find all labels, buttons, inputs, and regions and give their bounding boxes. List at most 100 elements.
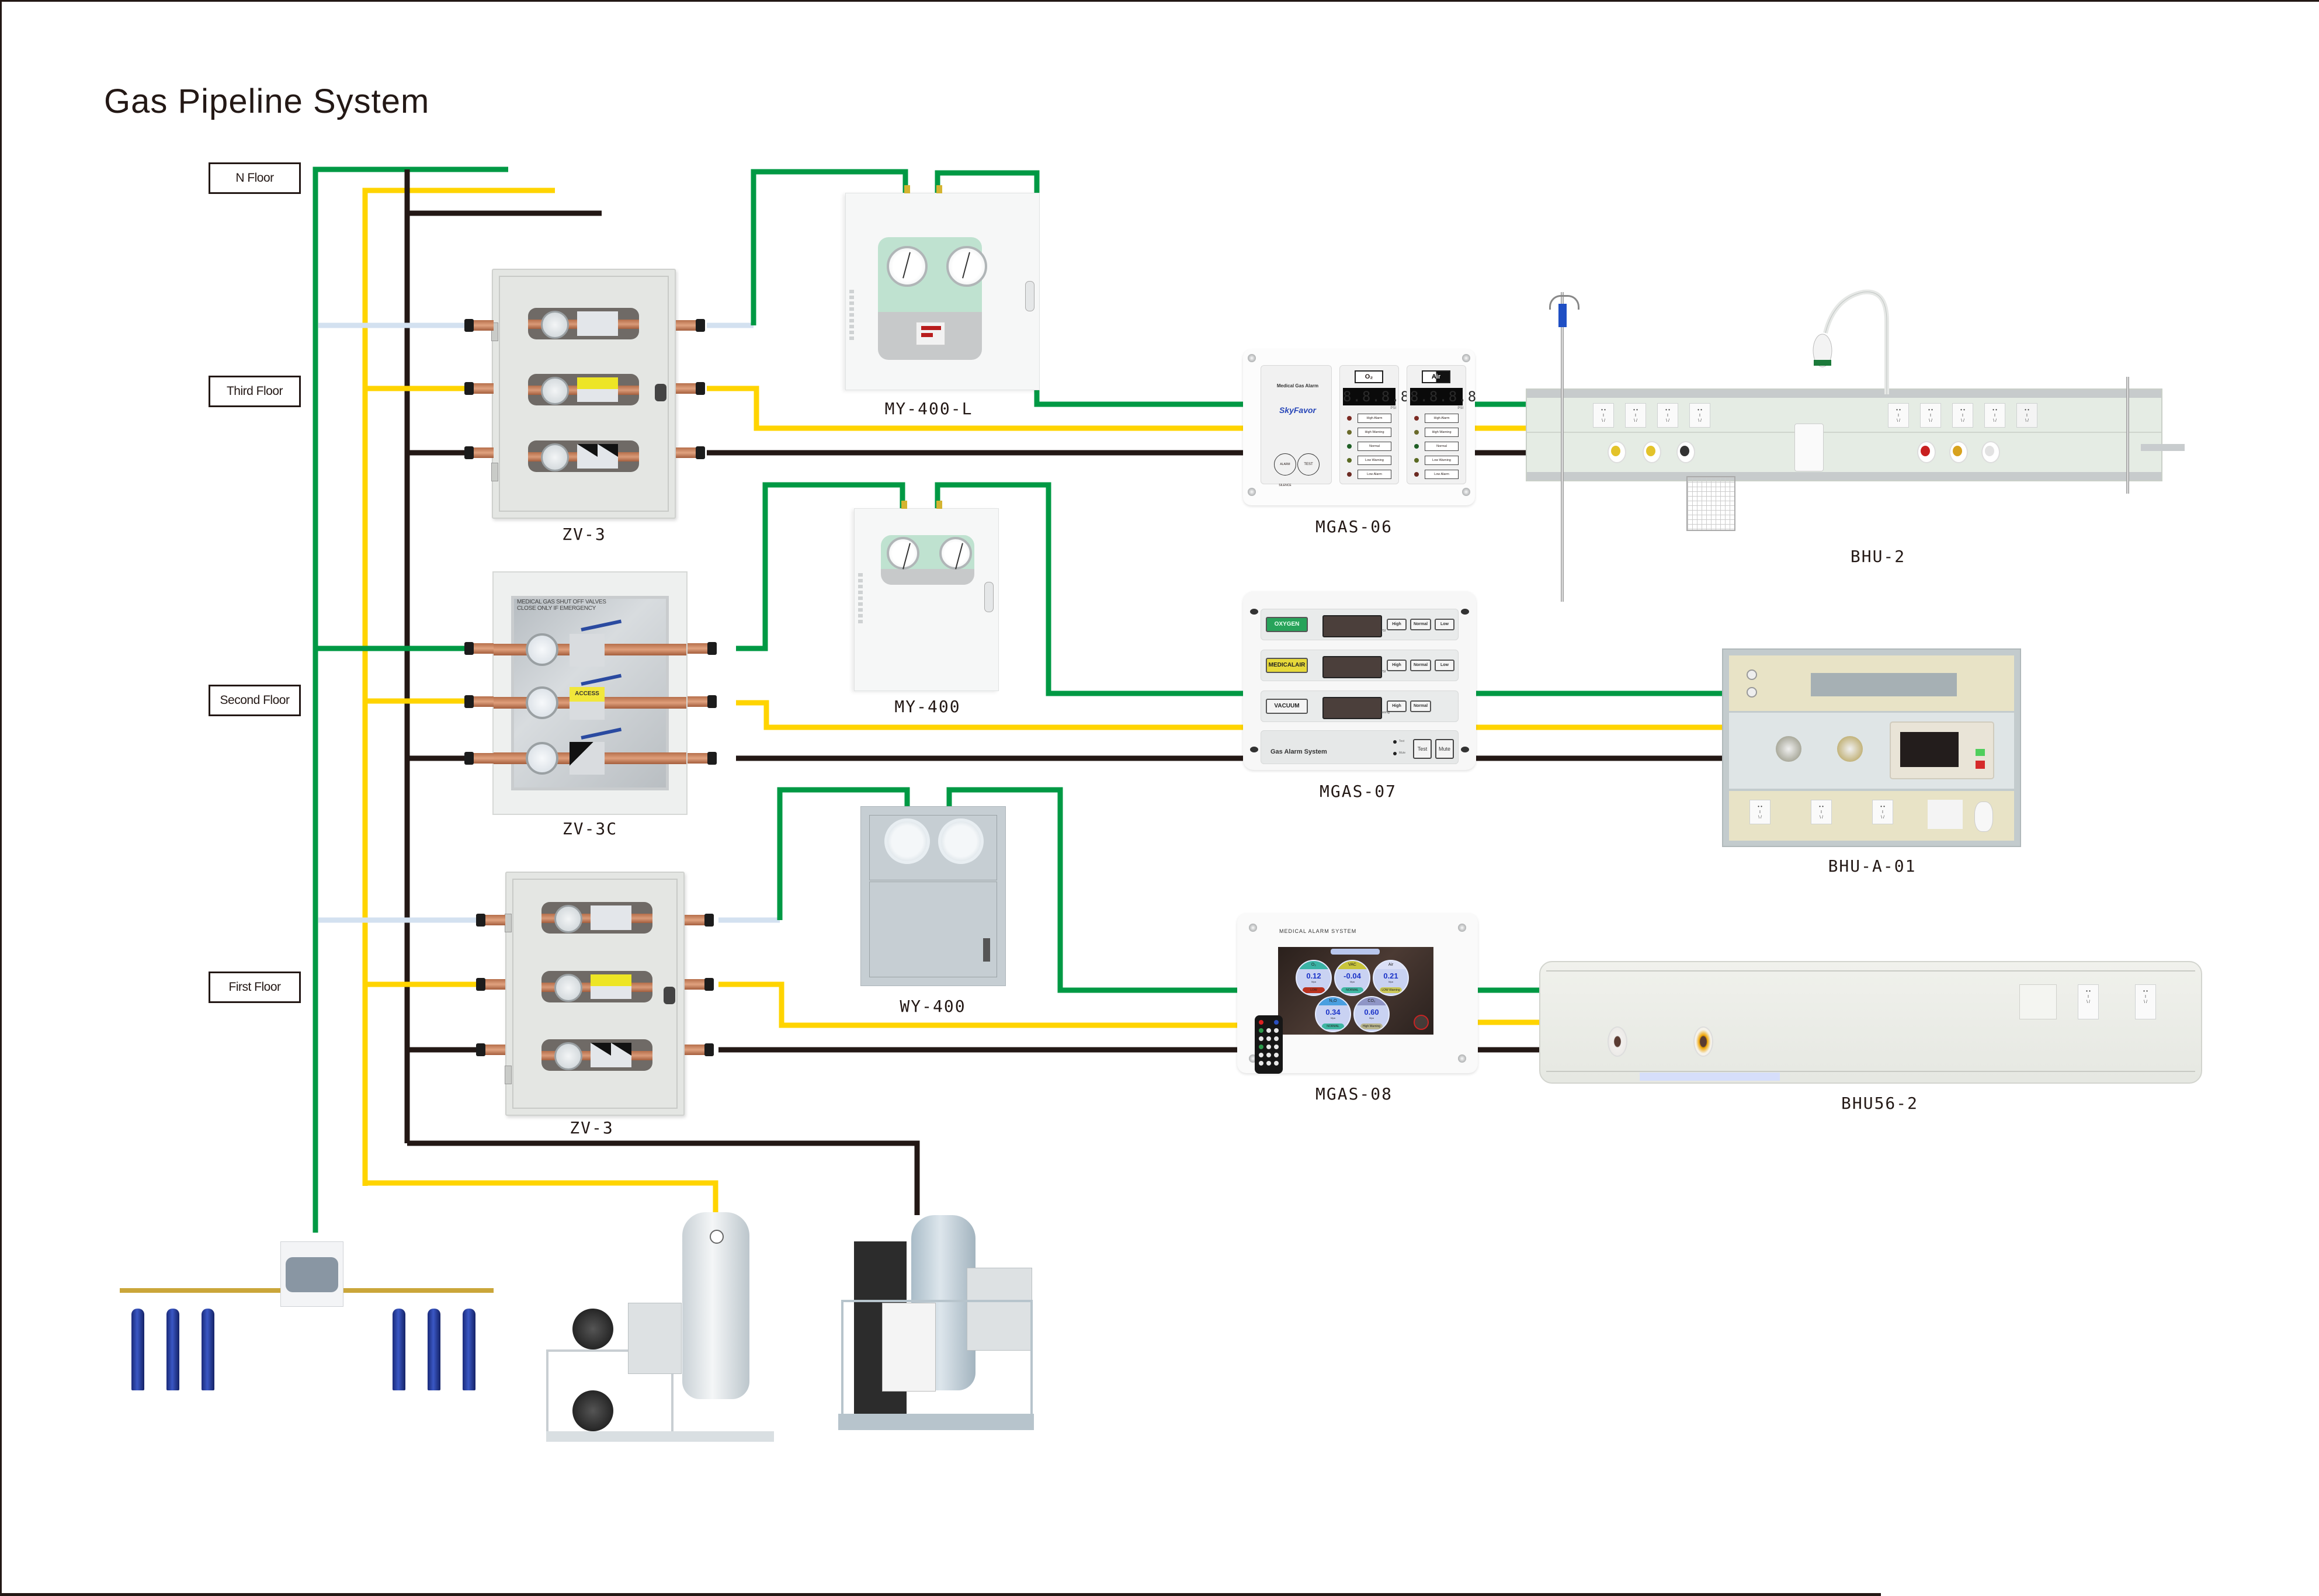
- remote-key[interactable]: [1266, 1028, 1271, 1033]
- gas-label-air: Air: [1422, 370, 1450, 383]
- model-label-mgas08: MGAS-08: [1315, 1084, 1393, 1104]
- door-latch[interactable]: [983, 938, 990, 962]
- display-oxygen: [1322, 615, 1382, 637]
- shutoff-valve-vacuum[interactable]: [570, 742, 605, 775]
- remote-key[interactable]: [1274, 1028, 1279, 1033]
- remote-key[interactable]: [1274, 1053, 1279, 1057]
- door-lock-icon[interactable]: [655, 384, 666, 401]
- shutoff-valve-oxygen[interactable]: [570, 634, 605, 667]
- remote-key[interactable]: [1259, 1061, 1263, 1066]
- monitor-bracket: [2141, 444, 2185, 451]
- switch-panel[interactable]: [1928, 800, 1963, 829]
- air-out-second: [736, 700, 1243, 730]
- hinge: [491, 463, 498, 481]
- compressor-motor: [572, 1390, 613, 1431]
- gauge-gas: Air: [1374, 961, 1408, 969]
- power-socket[interactable]: [2135, 984, 2156, 1019]
- call-button[interactable]: [1747, 669, 1757, 680]
- call-button[interactable]: [1747, 687, 1757, 698]
- power-socket[interactable]: [1888, 403, 1909, 428]
- mount-hole: [1461, 609, 1469, 615]
- power-socket[interactable]: [1984, 403, 2005, 428]
- shutoff-valve-air[interactable]: ACCESS: [570, 687, 605, 720]
- remote-key[interactable]: [1274, 1045, 1279, 1049]
- screen-title-bar: [1331, 949, 1380, 955]
- vent-grille: [858, 573, 863, 626]
- pipe-stub: [676, 446, 705, 459]
- gauge-unit: Mpa: [1311, 980, 1316, 983]
- remote-control[interactable]: [1255, 1015, 1283, 1074]
- pipe-stub: [688, 642, 717, 655]
- power-socket[interactable]: [1749, 800, 1771, 824]
- door-handle[interactable]: [984, 582, 994, 612]
- control-cabinet: [628, 1303, 682, 1374]
- remote-key[interactable]: [1266, 1061, 1271, 1066]
- green-button[interactable]: [1976, 749, 1985, 756]
- power-socket[interactable]: [1593, 403, 1614, 428]
- gas-outlet-oxygen[interactable]: [1981, 441, 2000, 463]
- remote-key[interactable]: [1259, 1045, 1263, 1049]
- remote-key[interactable]: [1274, 1061, 1279, 1066]
- mute-indicator-led: [1393, 752, 1397, 755]
- alarm-silence-button[interactable]: ALARM SILENCE: [1274, 453, 1296, 487]
- gas-outlet-oxygen[interactable]: [1776, 736, 1801, 762]
- light-switch[interactable]: [2016, 403, 2037, 428]
- gas-outlet-air[interactable]: [1608, 441, 1626, 463]
- red-button[interactable]: [1976, 761, 1985, 769]
- touch-screen[interactable]: O₂ 0.12 Mpa LOW VAC -0.04 Mpa NORMAL Air…: [1278, 947, 1433, 1035]
- gauge-value: 0.34: [1325, 1008, 1341, 1016]
- remote-key[interactable]: [1274, 1036, 1279, 1041]
- indicator-normal: Normal: [1410, 700, 1431, 712]
- gas-outlet-air[interactable]: [1643, 441, 1661, 463]
- power-socket[interactable]: [1657, 403, 1678, 428]
- gas-tag-oxygen: OXYGEN: [1266, 617, 1308, 632]
- remote-key[interactable]: [1266, 1036, 1271, 1041]
- mute-icon[interactable]: [1414, 1015, 1429, 1030]
- test-button[interactable]: Test: [1413, 739, 1432, 759]
- power-socket[interactable]: [1689, 403, 1710, 428]
- power-socket[interactable]: [1952, 403, 1973, 428]
- unit-label: PSI: [1390, 407, 1396, 410]
- model-label-wy400: WY-400: [900, 997, 966, 1016]
- gas-outlet-air[interactable]: [1693, 1026, 1713, 1057]
- display-vacuum: [1322, 697, 1382, 719]
- mute-button[interactable]: Mute: [1435, 739, 1454, 759]
- door-handle[interactable]: [1025, 281, 1034, 311]
- channel-o2: O₂ 8.8.8.8 PSI High Alarm High Warning N…: [1339, 365, 1409, 484]
- power-socket[interactable]: [1872, 800, 1893, 824]
- hinge: [505, 914, 512, 932]
- power-socket[interactable]: [1811, 800, 1832, 824]
- test-button[interactable]: TEST: [1297, 453, 1320, 476]
- gas-outlet-vacuum[interactable]: [1676, 441, 1695, 463]
- system-name: Gas Alarm System: [1270, 748, 1327, 755]
- gas-outlet-air[interactable]: [1837, 736, 1863, 762]
- remote-key[interactable]: [1266, 1053, 1271, 1057]
- valve-window-air: [528, 374, 639, 405]
- remote-key[interactable]: [1266, 1045, 1271, 1049]
- remote-menu-button[interactable]: [1274, 1020, 1279, 1025]
- status-high-alarm: High Alarm: [1425, 414, 1459, 423]
- power-socket[interactable]: [1920, 403, 1941, 428]
- mount-hole: [1250, 747, 1258, 752]
- power-socket[interactable]: [1625, 403, 1646, 428]
- light-switch[interactable]: [2019, 984, 2057, 1019]
- gas-outlet-air[interactable]: [1949, 441, 1968, 463]
- oxygen-out-second: [736, 482, 905, 651]
- iv-pole[interactable]: [1561, 292, 1564, 602]
- remote-key[interactable]: [1259, 1053, 1263, 1057]
- door-lock-icon[interactable]: [664, 987, 675, 1004]
- pressure-dial-icon: [939, 537, 972, 570]
- remote-key[interactable]: [1259, 1028, 1263, 1033]
- indicator-normal: Normal: [1410, 660, 1431, 671]
- remote-power-button[interactable]: [1259, 1020, 1263, 1025]
- gas-outlet-vacuum[interactable]: [1608, 1026, 1627, 1057]
- remote-key[interactable]: [1259, 1036, 1263, 1041]
- indicator-high: High: [1387, 619, 1407, 630]
- suction-outlet[interactable]: [1974, 802, 1993, 832]
- valve-window-air: [541, 971, 652, 1002]
- oxygen-out-first: [777, 787, 910, 920]
- cabinet-door[interactable]: [869, 882, 997, 977]
- gas-outlet-oxygen[interactable]: [1917, 441, 1936, 463]
- reading-lamp-switch[interactable]: [1794, 424, 1824, 471]
- power-socket[interactable]: [2078, 984, 2099, 1019]
